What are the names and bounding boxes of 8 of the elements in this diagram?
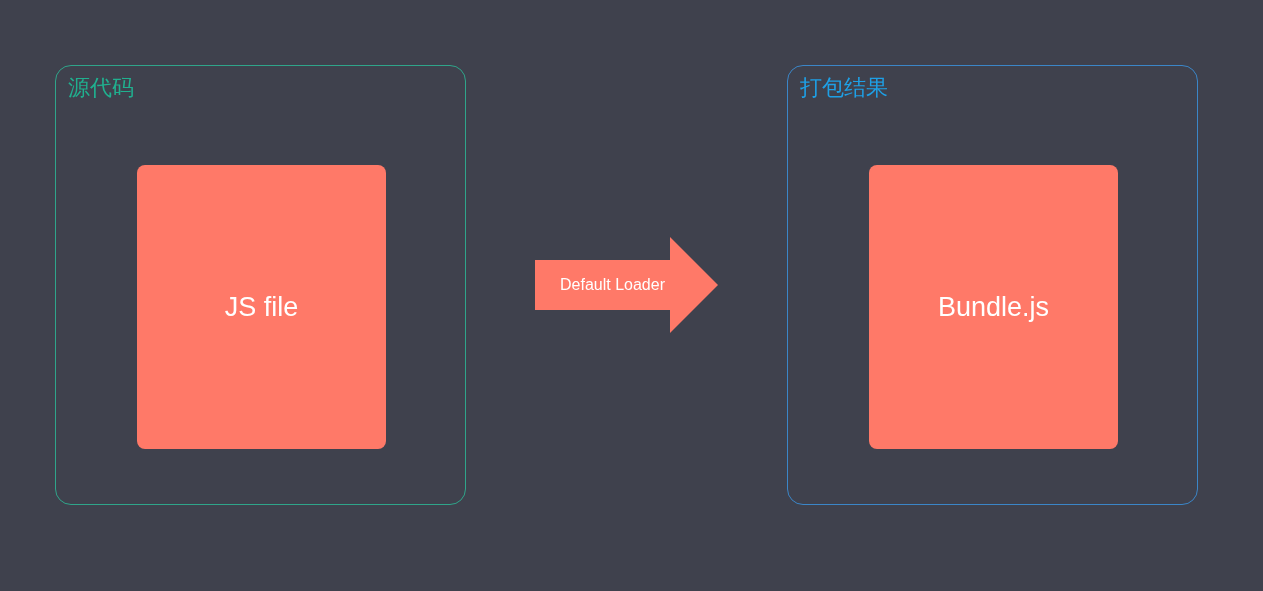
file-box: Bundle.js: [869, 165, 1118, 449]
box-heading: 源代码: [68, 74, 134, 102]
group-box: [55, 65, 466, 505]
edge-label: Default Loader: [560, 275, 665, 295]
block-arrow: [535, 237, 718, 333]
box-heading: 打包结果: [800, 74, 888, 102]
group-box: [787, 65, 1198, 505]
file-box: JS file: [137, 165, 386, 449]
